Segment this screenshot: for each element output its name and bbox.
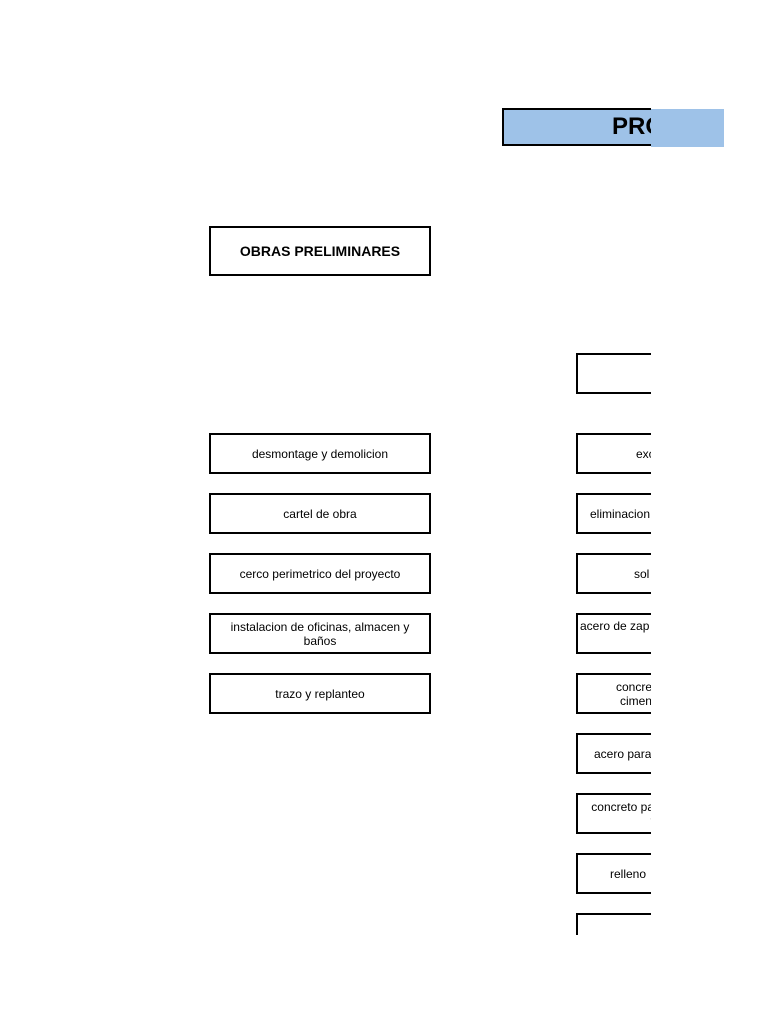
right-item-label: eliminacion <box>590 506 651 521</box>
right-section-header <box>576 353 651 394</box>
left-item-label: instalacion de oficinas, almacen y baños <box>230 619 410 648</box>
right-item-9: sobrec <box>576 913 651 935</box>
right-item-label: concreto cimenta <box>615 679 651 708</box>
right-item-label: concreto pa f <box>591 799 651 828</box>
left-item-4: instalacion de oficinas, almacen y baños <box>209 613 431 654</box>
left-item-3: cerco perimetrico del proyecto <box>209 553 431 594</box>
right-item-4: acero de zap <box>576 613 651 654</box>
right-item-7: concreto pa f <box>576 793 651 834</box>
left-item-label: cartel de obra <box>283 506 357 521</box>
left-item-label: trazo y replanteo <box>275 686 365 701</box>
title-bar-overflow <box>651 109 724 147</box>
right-item-label: relleno <box>610 866 647 881</box>
page-title-text: PRO <box>612 113 651 140</box>
right-item-2: eliminacion <box>576 493 651 534</box>
right-item-3: sol <box>576 553 651 594</box>
right-item-5: concreto cimenta <box>576 673 651 714</box>
left-item-label: cerco perimetrico del proyecto <box>239 566 401 581</box>
left-item-5: trazo y replanteo <box>209 673 431 714</box>
right-item-label: acero de zap <box>580 619 650 633</box>
right-item-label: sol <box>634 566 650 581</box>
right-item-6: acero para <box>576 733 651 774</box>
right-item-label: acero para <box>594 746 651 761</box>
page-title: PRO <box>502 108 651 146</box>
right-item-label: exc <box>636 446 651 461</box>
section-header-label: OBRAS PRELIMINARES <box>239 243 401 259</box>
right-item-1: exc <box>576 433 651 474</box>
left-item-label: desmontage y demolicion <box>251 446 389 461</box>
right-item-8: relleno <box>576 853 651 894</box>
sheet-clip: PRO OBRAS PRELIMINARES desmontage y demo… <box>209 108 651 935</box>
left-item-2: cartel de obra <box>209 493 431 534</box>
section-header-obras-preliminares: OBRAS PRELIMINARES <box>209 226 431 276</box>
left-item-1: desmontage y demolicion <box>209 433 431 474</box>
